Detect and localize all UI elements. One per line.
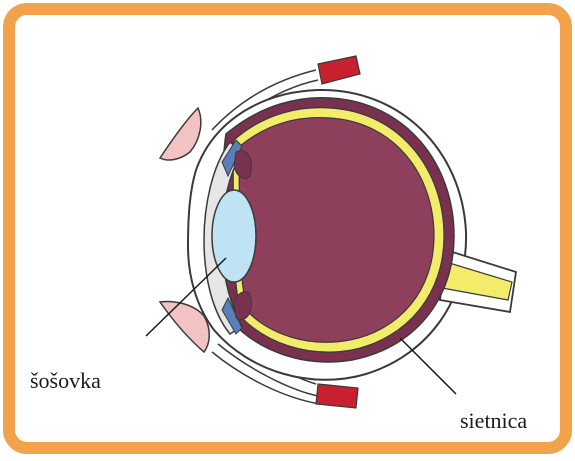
retina-label: sietnica [460, 408, 527, 434]
lower-muscle [316, 384, 358, 408]
lens [212, 190, 256, 282]
lens-label: šošovka [30, 368, 101, 394]
